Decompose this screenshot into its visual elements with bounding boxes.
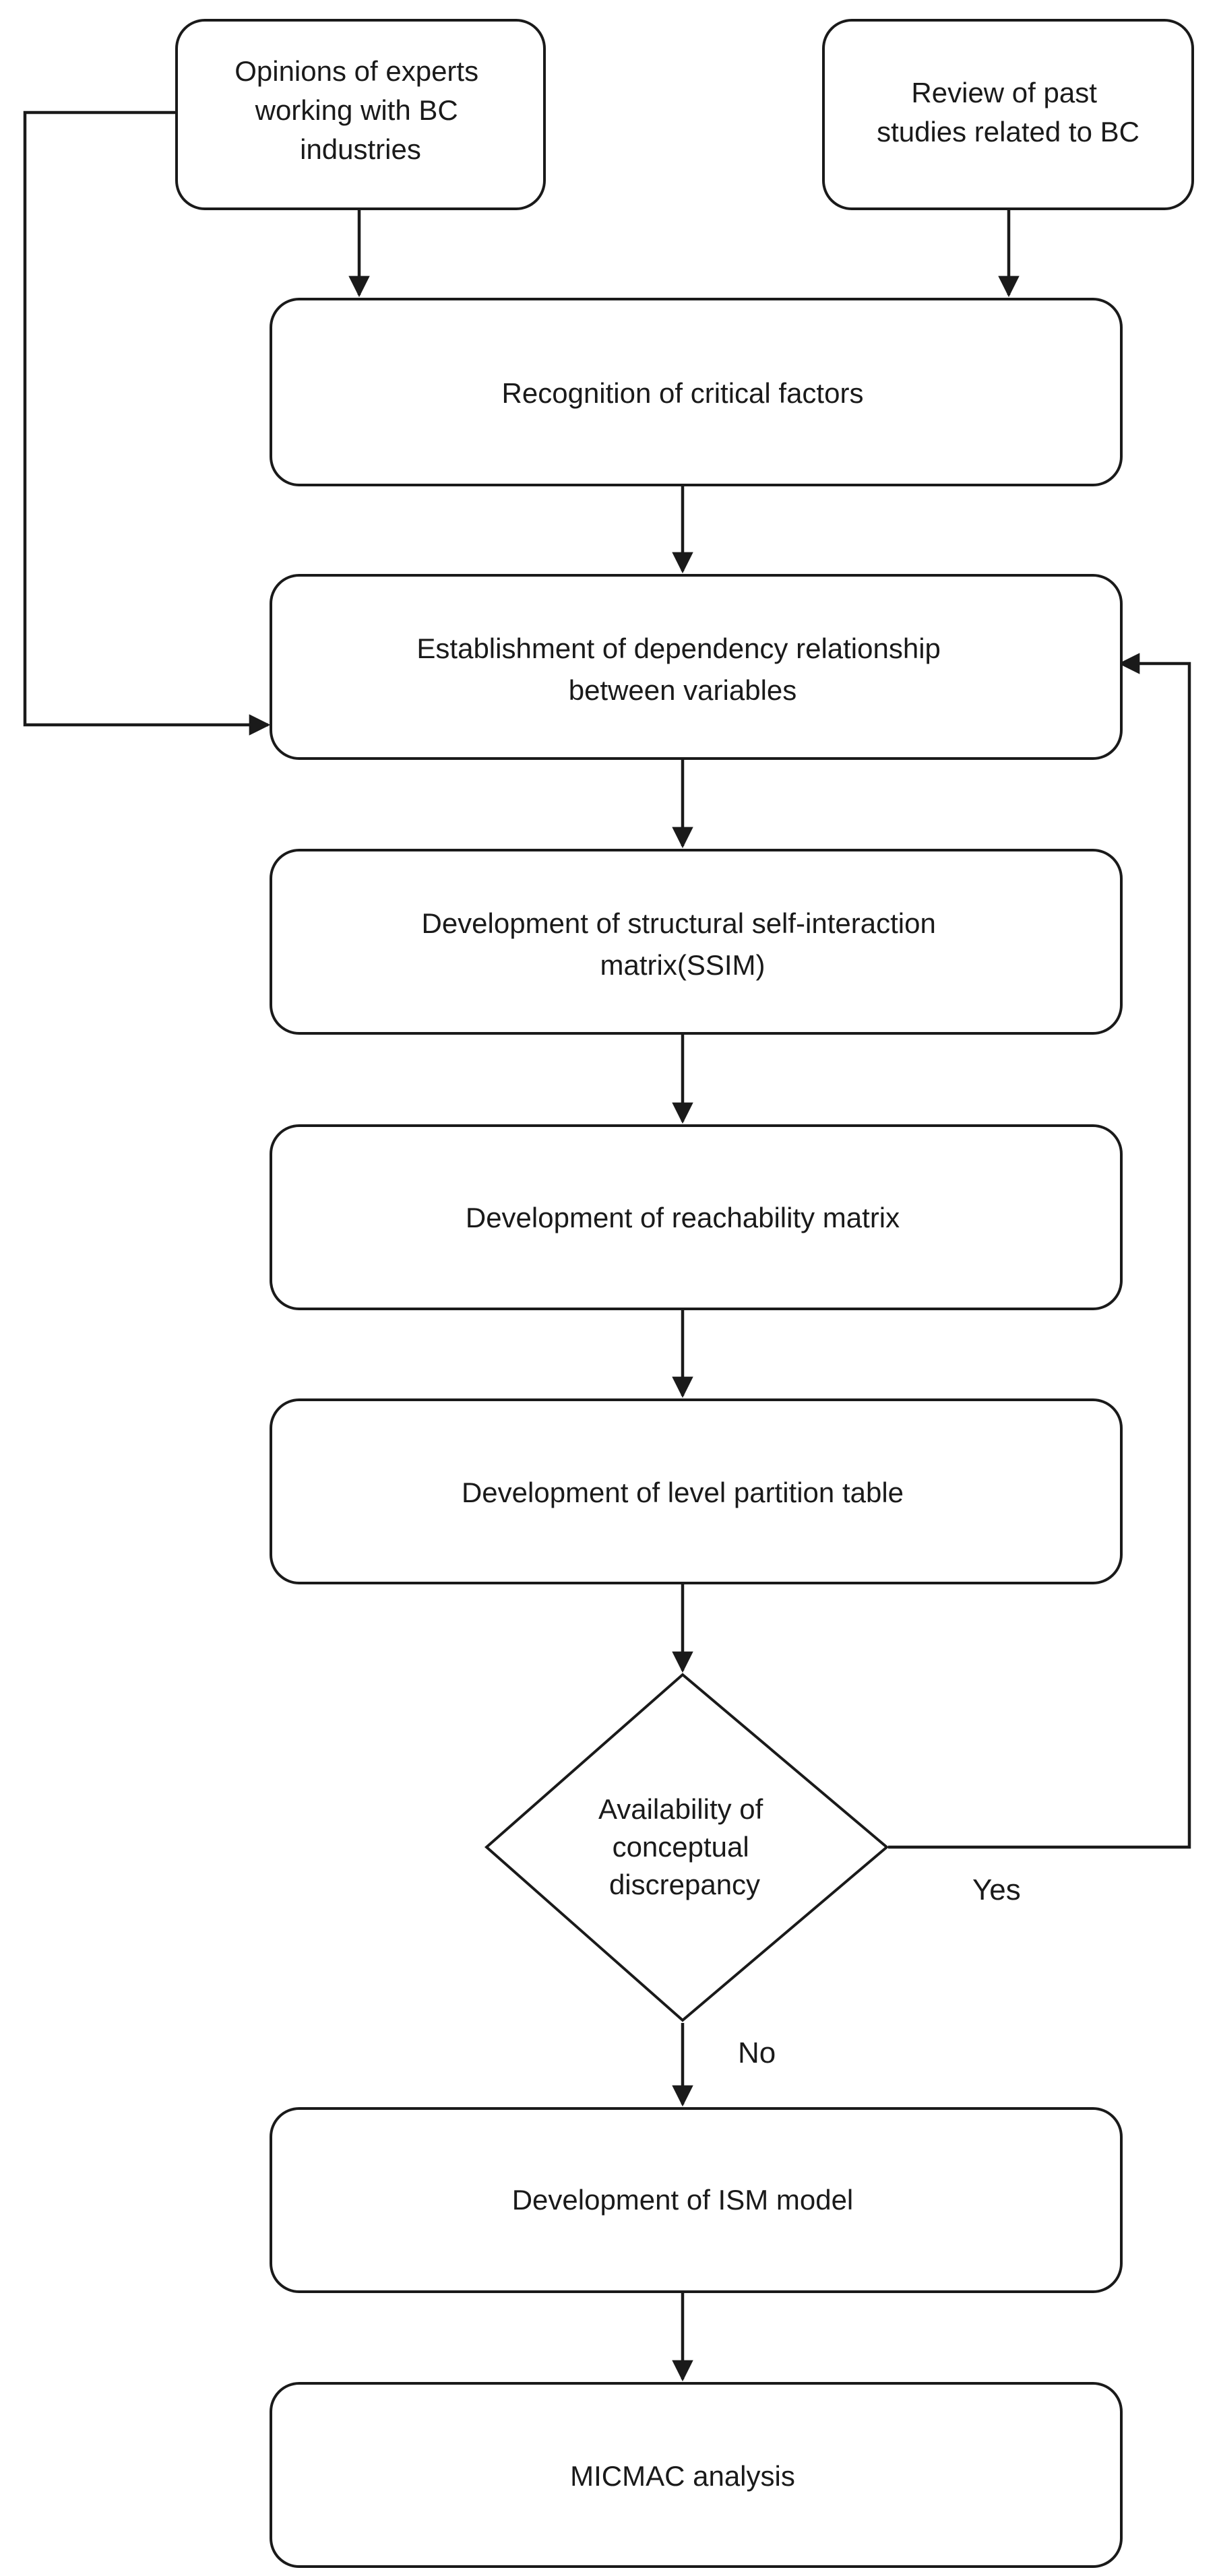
yes-branch-label: Yes bbox=[972, 1873, 1021, 1906]
node-literature-review-label: Review of past studies related to BC bbox=[877, 77, 1139, 148]
node-dependency-relationship: Establishment of dependency relationship… bbox=[270, 574, 1123, 760]
node-reachability-matrix: Development of reachability matrix bbox=[270, 1124, 1123, 1310]
node-literature-review: Review of past studies related to BC bbox=[822, 19, 1194, 210]
node-micmac-analysis: MICMAC analysis bbox=[270, 2382, 1123, 2568]
node-ssim-development: Development of structural self-interacti… bbox=[270, 849, 1123, 1035]
node-ism-model-label: Development of ISM model bbox=[512, 2184, 854, 2216]
node-ism-model: Development of ISM model bbox=[270, 2107, 1123, 2293]
node-discrepancy-decision: Availability of conceptual discrepancy bbox=[484, 1673, 889, 2022]
arrow-experts-to-dependency bbox=[23, 110, 271, 736]
node-level-partition-label: Development of level partition table bbox=[462, 1477, 904, 1508]
node-expert-opinions: Opinions of experts working with BC indu… bbox=[175, 19, 546, 210]
node-discrepancy-decision-label: Availability of conceptual discrepancy bbox=[598, 1793, 771, 1900]
node-reachability-matrix-label: Development of reachability matrix bbox=[466, 1202, 900, 1233]
arrow-decision-yes-to-dependency bbox=[888, 653, 1191, 1849]
node-critical-factors-label: Recognition of critical factors bbox=[502, 377, 864, 409]
node-level-partition: Development of level partition table bbox=[270, 1398, 1123, 1584]
node-critical-factors: Recognition of critical factors bbox=[270, 298, 1123, 486]
connector-layer bbox=[23, 110, 1191, 2382]
node-micmac-analysis-label: MICMAC analysis bbox=[570, 2460, 795, 2492]
node-ssim-development-label: Development of structural self-interacti… bbox=[421, 907, 943, 981]
no-branch-label: No bbox=[738, 2036, 776, 2069]
node-dependency-relationship-label: Establishment of dependency relationship… bbox=[416, 633, 948, 706]
node-expert-opinions-label: Opinions of experts working with BC indu… bbox=[235, 55, 487, 165]
